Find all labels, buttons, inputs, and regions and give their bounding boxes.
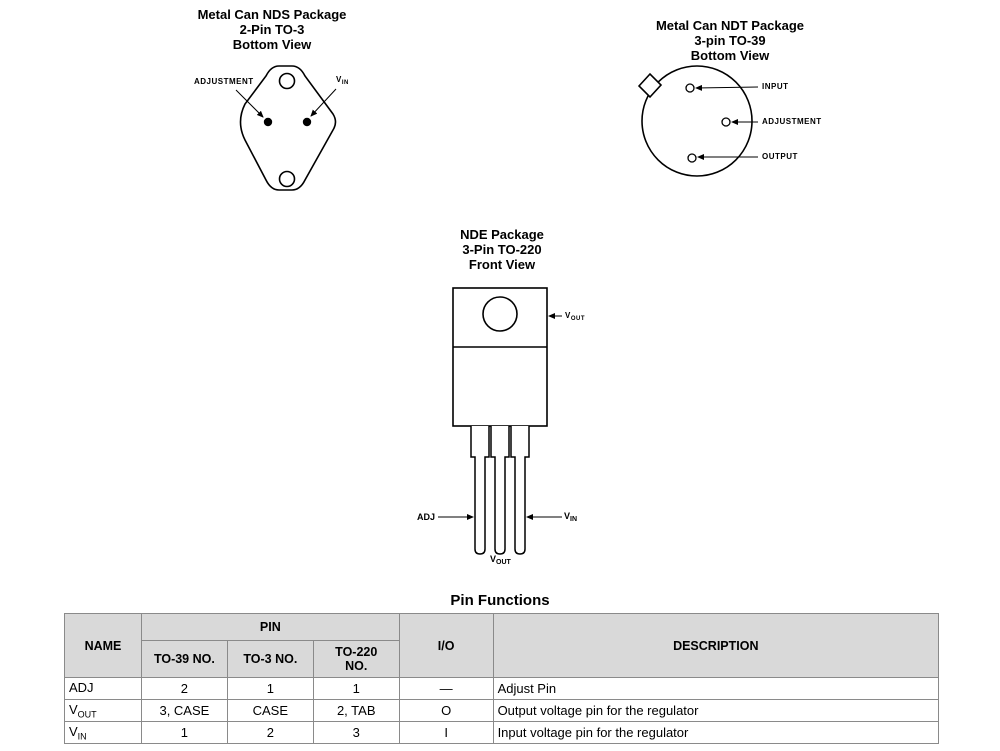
to3-adjustment-label: ADJUSTMENT bbox=[194, 77, 254, 86]
cell-description: Output voltage pin for the regulator bbox=[492, 699, 940, 722]
header-to39: TO-39 NO. bbox=[140, 640, 228, 678]
to220-adj-label: ADJ bbox=[417, 512, 436, 522]
to220-leads bbox=[470, 426, 530, 555]
table-header-row: NAME PIN I/O DESCRIPTION bbox=[64, 613, 940, 678]
ndt-title-line1: Metal Can NDT Package bbox=[655, 18, 805, 33]
cell-name: VOUT bbox=[64, 699, 142, 722]
cell-to220: 3 bbox=[312, 721, 400, 744]
cell-name: ADJ bbox=[64, 677, 142, 700]
nde-title-line3: Front View bbox=[468, 257, 536, 272]
package-drawings bbox=[235, 65, 759, 555]
nds-package-title: Metal Can NDS Package 2-Pin TO-3 Bottom … bbox=[172, 7, 372, 52]
nds-title-line1: Metal Can NDS Package bbox=[197, 7, 347, 22]
cell-name: VIN bbox=[64, 721, 142, 744]
to3-adjustment-arrow bbox=[235, 89, 264, 118]
header-to3: TO-3 NO. bbox=[226, 640, 314, 678]
cell-io: I bbox=[398, 721, 494, 744]
table-row: ADJ 2 1 1 — Adjust Pin bbox=[64, 677, 940, 700]
to220-vout-label: VOUT bbox=[490, 554, 511, 566]
cell-to39: 1 bbox=[140, 721, 228, 744]
cell-io: — bbox=[398, 677, 494, 700]
pin-functions-table: NAME PIN I/O DESCRIPTION TO-39 NO. TO-3 … bbox=[64, 613, 940, 744]
to3-vin-label: VIN bbox=[336, 75, 349, 86]
nde-title-line2: 3-Pin TO-220 bbox=[462, 242, 542, 257]
to220-tab-vout-label: VOUT bbox=[565, 311, 586, 322]
cell-description: Adjust Pin bbox=[492, 677, 940, 700]
ndt-title-line3: Bottom View bbox=[690, 48, 770, 63]
cell-to39: 3, CASE bbox=[140, 699, 228, 722]
to39-input-arrow bbox=[695, 84, 759, 91]
to3-adjustment-pin bbox=[263, 117, 273, 127]
to220-package-outline bbox=[452, 287, 548, 427]
cell-to220: 1 bbox=[312, 677, 400, 700]
to3-vin-arrow bbox=[310, 88, 337, 117]
pin-functions-title: Pin Functions bbox=[450, 592, 550, 609]
to3-vin-pin bbox=[302, 117, 312, 127]
header-name: NAME bbox=[64, 613, 142, 678]
cell-to39: 2 bbox=[140, 677, 228, 700]
nde-title-line1: NDE Package bbox=[460, 227, 544, 242]
to3-package-outline bbox=[239, 65, 337, 191]
to220-vin-label: VIN bbox=[564, 511, 578, 523]
nds-title-line3: Bottom View bbox=[232, 37, 312, 52]
cell-to3: 2 bbox=[226, 721, 314, 744]
ndt-title-line2: 3-pin TO-39 bbox=[694, 33, 766, 48]
table-row: VIN 1 2 3 I Input voltage pin for the re… bbox=[64, 721, 940, 744]
table-row: VOUT 3, CASE CASE 2, TAB O Output voltag… bbox=[64, 699, 940, 722]
to39-adjustment-label: ADJUSTMENT bbox=[762, 117, 822, 126]
ndt-package-title: Metal Can NDT Package 3-pin TO-39 Bottom… bbox=[630, 18, 830, 63]
cell-io: O bbox=[398, 699, 494, 722]
header-pin: PIN bbox=[140, 613, 400, 641]
cell-to3: 1 bbox=[226, 677, 314, 700]
header-io: I/O bbox=[398, 613, 494, 678]
to39-package-outline bbox=[637, 65, 753, 177]
nds-title-line2: 2-Pin TO-3 bbox=[239, 22, 305, 37]
cell-to220: 2, TAB bbox=[312, 699, 400, 722]
to39-pins bbox=[685, 83, 731, 163]
cell-to3: CASE bbox=[226, 699, 314, 722]
header-description: DESCRIPTION bbox=[492, 613, 940, 678]
nde-package-title: NDE Package 3-Pin TO-220 Front View bbox=[402, 227, 602, 272]
cell-description: Input voltage pin for the regulator bbox=[492, 721, 940, 744]
to39-input-label: INPUT bbox=[762, 82, 789, 91]
to39-output-label: OUTPUT bbox=[762, 152, 798, 161]
